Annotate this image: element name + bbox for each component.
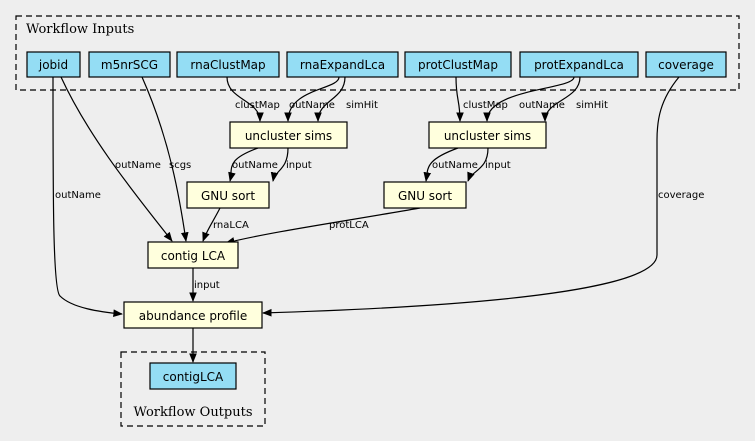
step-node-prot-uncluster-sims[interactable]: uncluster sims — [428, 121, 547, 149]
input-node-coverage[interactable]: coverage — [645, 51, 727, 78]
input-nodes: jobid m5nrSCG rnaClustMap rnaExpandLca p… — [26, 51, 727, 78]
step-node-contig-lca[interactable]: contig LCA — [147, 241, 239, 269]
input-node-protclustmap[interactable]: protClustMap — [404, 51, 512, 78]
input-node-rnaclustmap-label: rnaClustMap — [190, 58, 265, 72]
output-nodes: contigLCA — [149, 362, 237, 390]
edge-abund-outname — [52, 76, 123, 318]
edge-prot-clustmap — [455, 76, 464, 122]
input-node-protexpandlca-label: protExpandLca — [534, 58, 624, 72]
edge-label-rna-clustmap: clustMap — [235, 100, 280, 111]
edge-lca-rnalca — [202, 207, 221, 242]
step-node-prot-uncluster-sims-label: uncluster sims — [444, 129, 531, 143]
workflow-inputs-cluster: Workflow Inputs — [15, 15, 740, 91]
step-node-rna-gnu-sort-label: GNU sort — [201, 189, 255, 203]
edge-prot-simhit — [541, 76, 581, 122]
step-node-abundance-profile[interactable]: abundance profile — [123, 301, 263, 329]
input-node-protexpandlca[interactable]: protExpandLca — [519, 51, 639, 78]
edge-prot-sort-outname — [423, 147, 459, 182]
edge-label-abund-outname: outName — [55, 190, 101, 201]
edge-label-prot-sort-input: input — [485, 160, 511, 171]
edge-rna-sort-outname — [228, 147, 259, 182]
step-nodes: uncluster sims uncluster sims GNU sort G… — [123, 121, 547, 329]
edge-label-rna-sort-outname: outName — [232, 160, 278, 171]
edge-label-prot-simhit: simHit — [576, 100, 608, 111]
step-node-prot-gnu-sort[interactable]: GNU sort — [383, 181, 467, 209]
workflow-inputs-title: Workflow Inputs — [26, 22, 134, 37]
edge-prot-sort-input — [467, 147, 489, 182]
edge-label-abund-input: input — [194, 280, 220, 291]
input-node-m5nrscg[interactable]: m5nrSCG — [88, 51, 171, 78]
edge-label-prot-clustmap: clustMap — [463, 100, 508, 111]
edge-label-rna-sort-input: input — [286, 160, 312, 171]
step-node-rna-gnu-sort[interactable]: GNU sort — [186, 181, 270, 209]
edge-labels: clustMap outName simHit clustMap outName… — [55, 100, 704, 291]
edge-label-prot-sort-outname: outName — [432, 160, 478, 171]
edge-label-lca-rnalca: rnaLCA — [213, 220, 249, 231]
input-node-coverage-label: coverage — [658, 58, 714, 72]
edge-prot-outname — [483, 76, 575, 122]
step-node-prot-gnu-sort-label: GNU sort — [398, 189, 452, 203]
step-node-rna-uncluster-sims[interactable]: uncluster sims — [229, 121, 348, 149]
input-node-rnaclustmap[interactable]: rnaClustMap — [176, 51, 280, 78]
edge-label-abund-coverage: coverage — [658, 190, 704, 201]
edge-rna-simhit — [314, 76, 346, 122]
step-node-abundance-profile-label: abundance profile — [139, 309, 247, 323]
step-node-contig-lca-label: contig LCA — [161, 249, 226, 263]
input-node-jobid-label: jobid — [38, 58, 68, 72]
input-node-rnaexpandlca[interactable]: rnaExpandLca — [286, 51, 399, 78]
input-node-rnaexpandlca-label: rnaExpandLca — [300, 58, 385, 72]
edge-lca-outname — [60, 76, 173, 242]
input-node-protclustmap-label: protClustMap — [418, 58, 498, 72]
edge-rna-clustmap — [226, 76, 264, 122]
edge-rna-sort-input — [270, 147, 289, 182]
output-node-contiglca-label: contigLCA — [163, 370, 224, 384]
edge-label-lca-scgs: scgs — [169, 160, 191, 171]
input-node-m5nrscg-label: m5nrSCG — [101, 58, 158, 72]
edge-label-lca-outname: outName — [115, 160, 161, 171]
step-node-rna-uncluster-sims-label: uncluster sims — [245, 129, 332, 143]
edge-rna-outname — [284, 76, 340, 122]
edge-label-rna-outname: outName — [289, 100, 335, 111]
input-node-jobid[interactable]: jobid — [26, 51, 81, 78]
edge-lca-protlca — [225, 207, 421, 245]
edge-abund-coverage — [262, 76, 680, 317]
edge-label-lca-protlca: protLCA — [329, 220, 369, 231]
edge-lca-scgs — [141, 76, 189, 242]
output-node-contiglca[interactable]: contigLCA — [149, 362, 237, 390]
edge-label-prot-outname: outName — [519, 100, 565, 111]
edges — [52, 76, 680, 363]
workflow-outputs-title: Workflow Outputs — [134, 405, 253, 420]
edge-label-rna-simhit: simHit — [346, 100, 378, 111]
